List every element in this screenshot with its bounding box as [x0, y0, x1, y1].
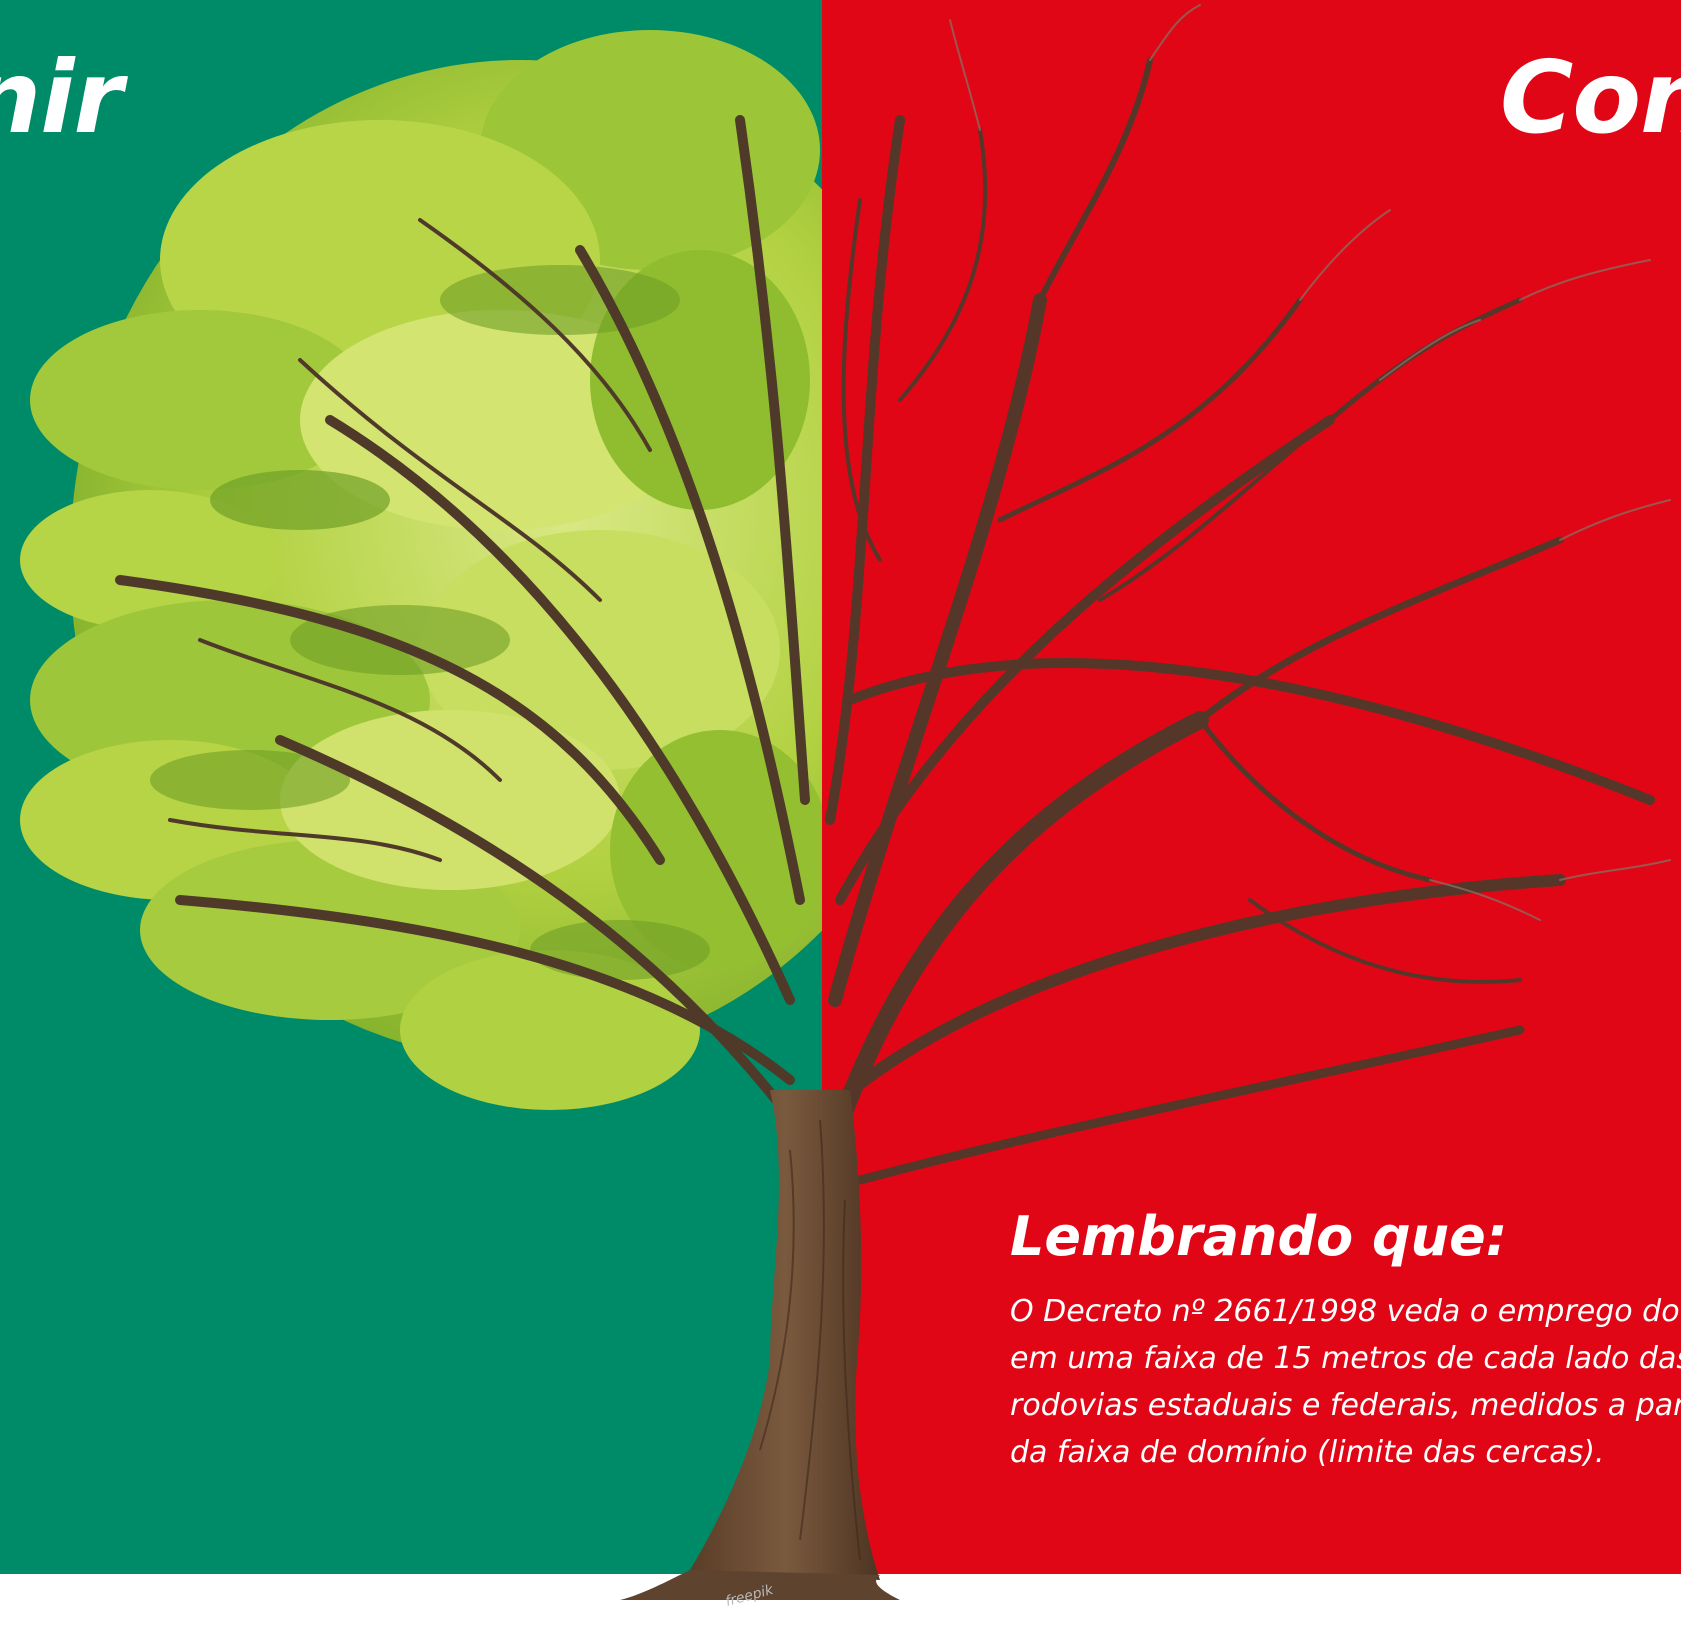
right-headline-fragment: Con — [1500, 39, 1681, 156]
remember-line: da faixa de domínio (limite das cercas). — [1010, 1435, 1605, 1470]
remember-line: rodovias estaduais e federais, medidos a… — [1010, 1388, 1681, 1423]
remember-body: O Decreto nº 2661/1998 veda o emprego do… — [1010, 1288, 1681, 1476]
remember-line: O Decreto nº 2661/1998 veda o emprego do… — [1010, 1294, 1681, 1329]
left-headline-fragment: nir — [0, 39, 123, 156]
dead-branches — [822, 4, 1671, 1185]
remember-line: em uma faixa de 15 metros de cada lado d… — [1010, 1341, 1681, 1376]
red-panel — [822, 0, 1681, 1574]
remember-title: Lembrando que: — [1010, 1205, 1508, 1268]
living-canopy — [20, 30, 822, 1135]
